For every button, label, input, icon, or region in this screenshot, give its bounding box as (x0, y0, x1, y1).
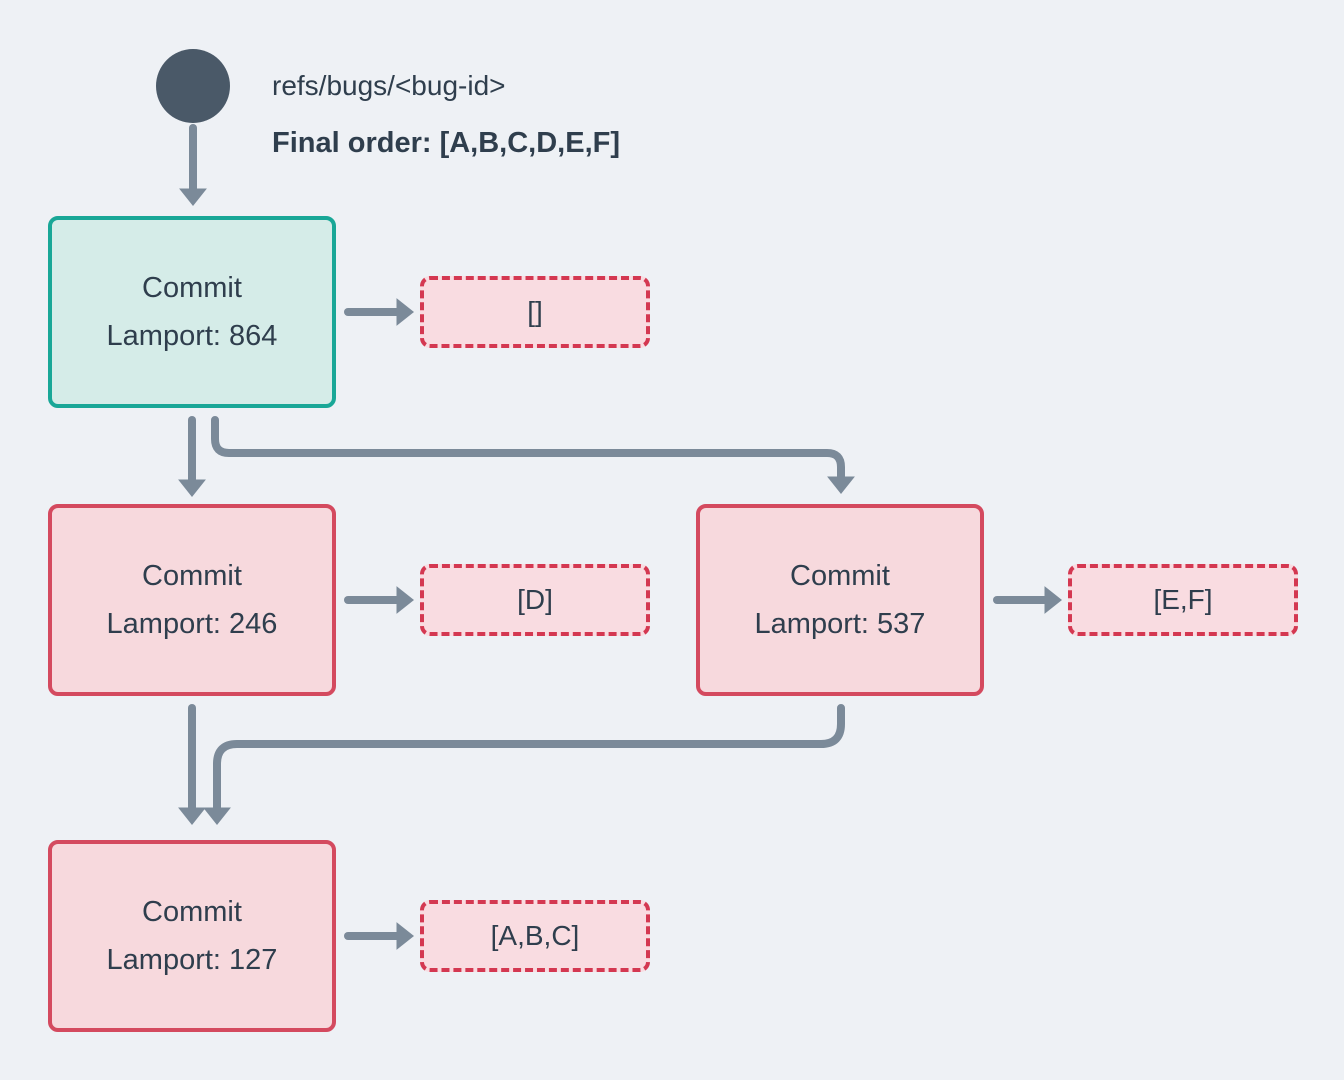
payload-label: [A,B,C] (490, 920, 580, 951)
payload-box-864: [] (420, 276, 650, 348)
ref-head-dot (156, 49, 230, 123)
final-order-label: Final order: [A,B,C,D,E,F] (272, 127, 620, 159)
commit-node-864: Commit Lamport: 864 (48, 216, 336, 408)
commit-lamport: Lamport: 246 (106, 608, 278, 640)
payload-label: [E,F] (1153, 584, 1213, 615)
payload-box-127: [A,B,C] (420, 900, 650, 972)
commit-node-246: Commit Lamport: 246 (48, 504, 336, 696)
commit-lamport: Lamport: 127 (106, 944, 278, 976)
payload-label: [] (527, 296, 543, 327)
arrow-right-to-merge (203, 704, 845, 825)
commit-node-127: Commit Lamport: 127 (48, 840, 336, 1032)
commit-title: Commit (142, 560, 242, 592)
commit-lamport: Lamport: 537 (754, 608, 926, 640)
commit-title: Commit (142, 272, 242, 304)
payload-box-537: [E,F] (1068, 564, 1298, 636)
arrow-root-to-right (211, 416, 855, 494)
commit-title: Commit (142, 896, 242, 928)
payload-label: [D] (517, 584, 553, 615)
ref-label: refs/bugs/<bug-id> (272, 70, 506, 101)
commit-lamport: Lamport: 864 (106, 320, 278, 352)
payload-box-246: [D] (420, 564, 650, 636)
commit-node-537: Commit Lamport: 537 (696, 504, 984, 696)
commit-title: Commit (790, 560, 890, 592)
